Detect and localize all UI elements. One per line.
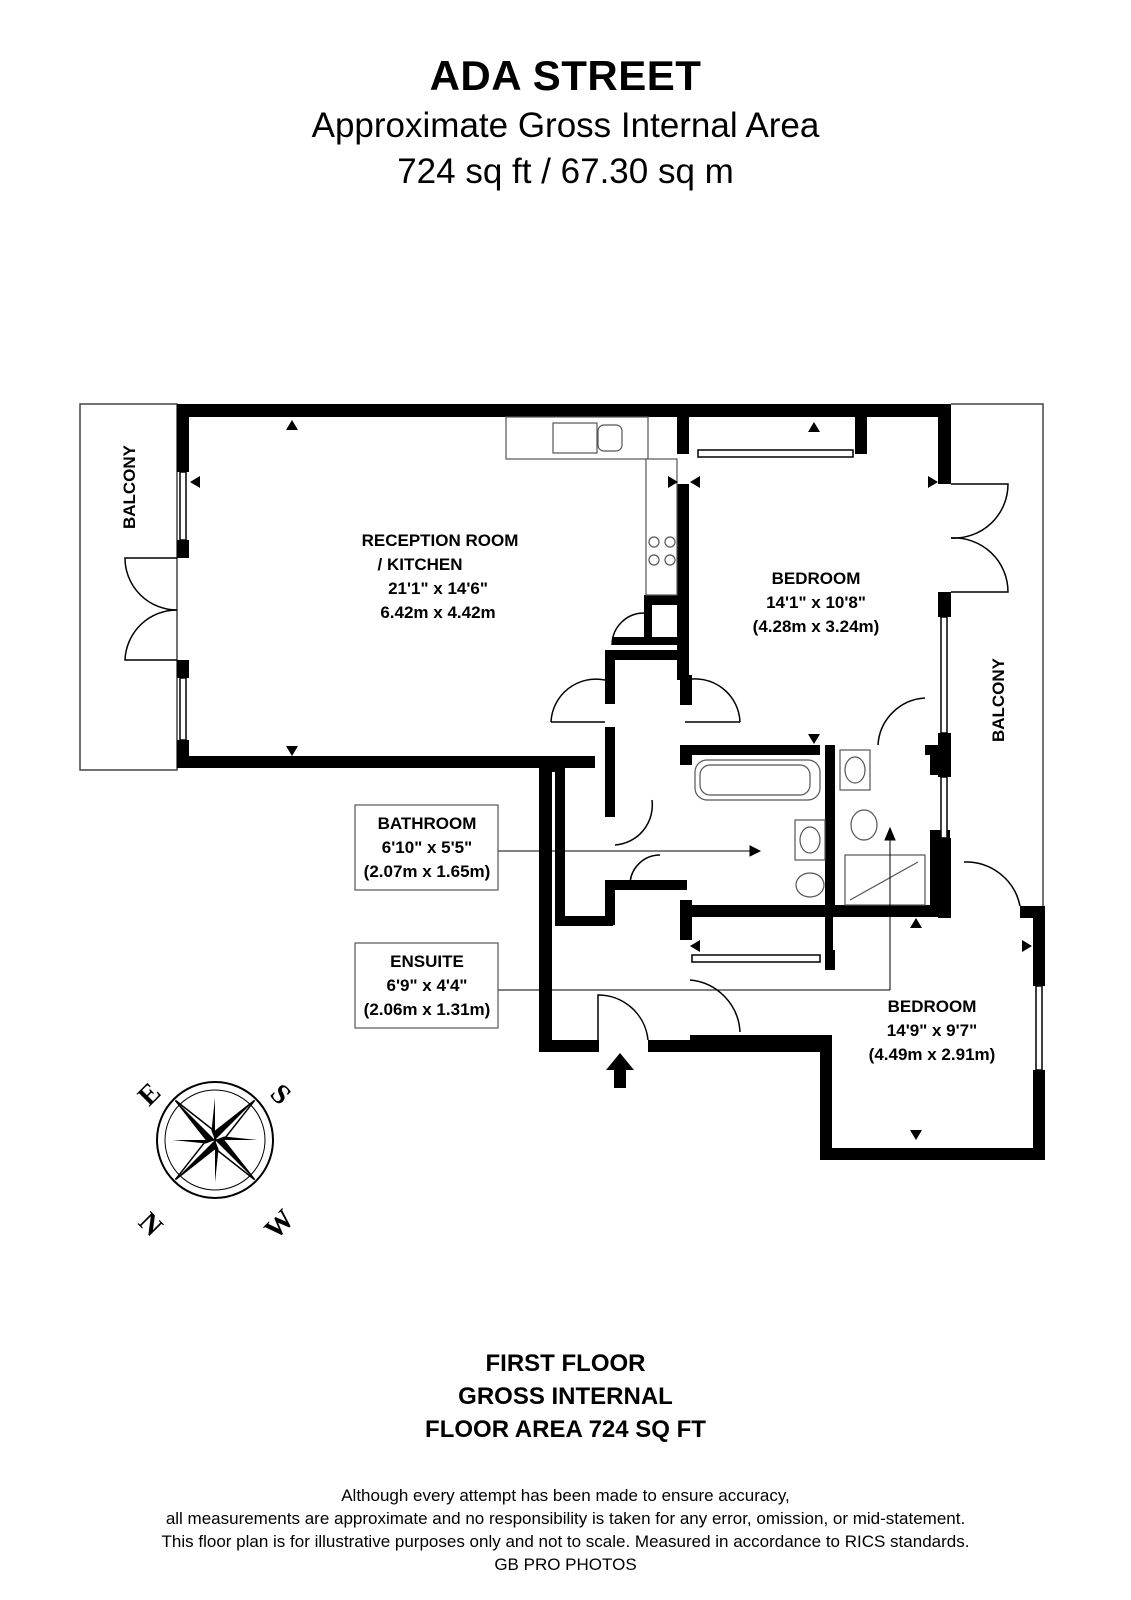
door-swings [124, 483, 1021, 1052]
plan-title: ADA STREET [429, 52, 702, 99]
compass-e: E [132, 1077, 167, 1112]
bath-basin-bowl [799, 826, 821, 854]
hob-ring [664, 536, 676, 548]
bathtub-inner [699, 764, 811, 796]
balcony-right-label: BALCONY [989, 657, 1008, 742]
bedroom2-metric: (4.49m x 2.91m) [869, 1045, 996, 1064]
bedroom2-name: BEDROOM [888, 997, 977, 1016]
fixtures [505, 416, 926, 906]
gross-area: 724 sq ft / 67.30 sq m [397, 152, 734, 191]
bathroom-name: BATHROOM [378, 814, 477, 833]
bedroom1-name: BEDROOM [772, 569, 861, 588]
bath-toilet [795, 872, 825, 898]
floor-area: FLOOR AREA 724 SQ FT [425, 1416, 706, 1443]
ensuite-name: ENSUITE [390, 952, 464, 971]
plan-subtitle: Approximate Gross Internal Area [311, 106, 820, 145]
compass-rose-icon [156, 1081, 274, 1199]
compass-n: N [132, 1207, 168, 1243]
ensuite-toilet [850, 809, 878, 841]
bedroom1-imperial: 14'1" x 10'8" [766, 593, 866, 612]
reception-metric: 6.42m x 4.42m [380, 603, 495, 622]
compass-s: S [264, 1078, 297, 1111]
balcony-outlines [79, 403, 1044, 906]
bathroom-imperial: 6'10" x 5'5" [382, 838, 472, 857]
left-balcony [79, 403, 178, 771]
entrance-arrow-icon [606, 1053, 634, 1088]
shower-line [849, 861, 919, 901]
reception-name-2: / KITCHEN [378, 555, 463, 574]
disclaimer-line-1: Although every attempt has been made to … [341, 1486, 790, 1505]
bedroom1-metric: (4.28m x 3.24m) [753, 617, 880, 636]
windows [179, 449, 1043, 1071]
kitchen-sink [552, 422, 598, 454]
hob-ring [664, 554, 676, 566]
hob-ring [648, 536, 660, 548]
ensuite-label-box: ENSUITE 6'9" x 4'4" (2.06m x 1.31m) [354, 942, 499, 1029]
kitchen-bowl [597, 424, 623, 452]
floor-name: FIRST FLOOR [485, 1350, 646, 1377]
dimension-markers [190, 420, 1032, 1140]
walls [177, 404, 1045, 1160]
bathroom-metric: (2.07m x 1.65m) [364, 862, 491, 881]
disclaimer-line-2: all measurements are approximate and no … [165, 1509, 966, 1528]
disclaimer-line-3: This floor plan is for illustrative purp… [161, 1532, 970, 1551]
compass-w: W [259, 1204, 301, 1246]
bathroom-label-box: BATHROOM 6'10" x 5'5" (2.07m x 1.65m) [354, 804, 499, 891]
right-balcony [951, 403, 1044, 906]
leader-lines [498, 826, 896, 991]
ensuite-basin-bowl [844, 756, 866, 784]
photographer-credit: GB PRO PHOTOS [494, 1555, 637, 1574]
reception-imperial: 21'1" x 14'6" [388, 579, 488, 598]
ensuite-metric: (2.06m x 1.31m) [364, 1000, 491, 1019]
balcony-left-label: BALCONY [120, 444, 139, 529]
reception-name-1: RECEPTION ROOM [362, 531, 519, 550]
ensuite-imperial: 6'9" x 4'4" [387, 976, 468, 995]
hob-ring [648, 554, 660, 566]
room-labels: RECEPTION ROOM / KITCHEN 21'1" x 14'6" 6… [120, 444, 1008, 1064]
bedroom2-imperial: 14'9" x 9'7" [887, 1021, 977, 1040]
floor-gross-label: GROSS INTERNAL [458, 1383, 673, 1410]
